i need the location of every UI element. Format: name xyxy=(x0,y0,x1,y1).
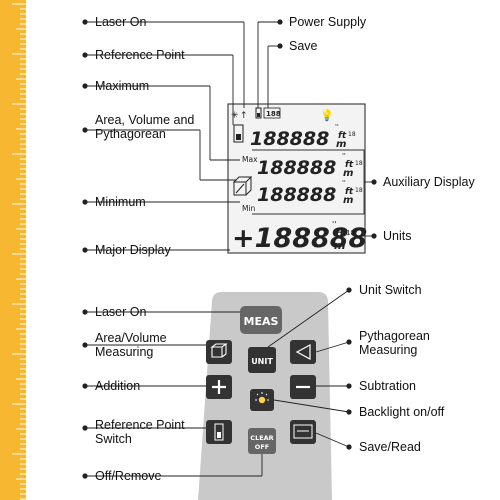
lcd-row2-digits: 188888 xyxy=(257,157,336,179)
ruler xyxy=(0,0,26,500)
lcd-row1-frac: 18 xyxy=(348,131,356,138)
laser-on-icon: ✳ xyxy=(231,111,239,121)
save-read-button[interactable] xyxy=(290,420,316,444)
lcd-row3-m: m xyxy=(343,195,353,206)
label-pythagorean-2: Measuring xyxy=(359,343,418,357)
label-power-supply: Power Supply xyxy=(289,15,367,29)
label-unit-switch: Unit Switch xyxy=(359,283,422,297)
lcd-major-sup: '' xyxy=(332,220,336,229)
counter-text: 188 xyxy=(266,110,281,118)
lcd-row3-ft: ft xyxy=(345,187,354,197)
lcd-major-digits: +188888 xyxy=(232,223,367,254)
label-units: Units xyxy=(383,229,412,243)
lcd-major-frac: 18 xyxy=(346,229,355,237)
label-reference-point-1: Reference Point xyxy=(95,418,185,432)
label-addition: Addition xyxy=(95,379,141,393)
subtraction-button[interactable] xyxy=(290,375,316,399)
label-laser-on: Laser On xyxy=(95,15,147,29)
addition-button[interactable] xyxy=(206,375,232,399)
bottom-dots xyxy=(82,287,352,479)
lcd-row2-frac: 18 xyxy=(355,160,363,167)
label-auxiliary-display: Auxiliary Display xyxy=(383,175,475,189)
lcd-max-label: Max xyxy=(242,155,258,164)
area-volume-lcd-icon xyxy=(232,176,253,196)
clear-off-button[interactable]: CLEAR OFF xyxy=(248,428,276,454)
svg-text:CLEAR: CLEAR xyxy=(250,434,273,442)
bottom-leader-lines xyxy=(85,289,350,477)
lcd-row1-ft: ft xyxy=(338,131,347,141)
label-minimum: Minimum xyxy=(95,195,146,209)
label-area-volume-button-1: Area/Volume xyxy=(95,331,167,345)
top-dots xyxy=(82,19,377,253)
label-pythagorean-1: Pythagorean xyxy=(359,329,430,343)
unit-button[interactable]: UNIT xyxy=(248,347,276,373)
save-icon xyxy=(293,424,313,439)
laser-arrow-icon: ↑ xyxy=(240,111,248,121)
counter-box xyxy=(263,107,281,119)
lcd-row1-digits: 188888 xyxy=(250,128,329,150)
label-save-read: Save/Read xyxy=(359,440,421,454)
svg-text:MEAS: MEAS xyxy=(244,315,279,328)
label-major-display: Major Display xyxy=(95,243,171,257)
pythagorean-button[interactable] xyxy=(290,340,316,364)
lcd-row3-sup: '' xyxy=(342,179,346,187)
label-subtraction: Subtration xyxy=(359,379,416,393)
reference-point-icon xyxy=(233,124,244,143)
bulb-icon xyxy=(258,396,266,404)
lcd-panel: ✳ ↑ 188 💡 188888 '' ft 18 m Max 188888 '… xyxy=(227,103,367,254)
label-area-volume-1: Area, Volume and xyxy=(95,113,195,127)
svg-text:OFF: OFF xyxy=(255,443,269,451)
lcd-major-m: m xyxy=(334,239,345,252)
label-off-remove: Off/Remove xyxy=(95,469,162,483)
label-save: Save xyxy=(289,39,318,53)
lcd-row1-sup: '' xyxy=(335,123,339,131)
area-volume-button[interactable] xyxy=(206,340,232,364)
lcd-major-ft: ft xyxy=(335,229,345,240)
triangle-icon xyxy=(295,343,311,361)
backlight-button[interactable] xyxy=(250,389,274,411)
label-area-volume-2: Pythagorean xyxy=(95,127,166,141)
lcd-min-label: Min xyxy=(242,204,256,213)
cube-icon xyxy=(210,343,228,358)
plus-icon xyxy=(212,380,226,394)
label-backlight: Backlight on/off xyxy=(359,405,445,419)
label-reference-point-2: Switch xyxy=(95,432,132,446)
lcd-row3-digits: 188888 xyxy=(257,184,336,206)
label-maximum: Maximum xyxy=(95,79,150,93)
reference-point-button[interactable] xyxy=(206,420,232,444)
lcd-row3-frac: 18 xyxy=(355,187,363,194)
svg-text:UNIT: UNIT xyxy=(251,357,273,366)
label-reference-point: Reference Point xyxy=(95,48,185,62)
lcd-row1-m: m xyxy=(336,139,346,150)
reference-icon xyxy=(214,423,224,441)
lcd-row2-ft: ft xyxy=(345,160,354,170)
backlight-bulb-icon: 💡 xyxy=(320,109,334,122)
label-laser-on-button: Laser On xyxy=(95,305,147,319)
meas-button[interactable]: MEAS xyxy=(240,306,282,334)
lcd-row2-sup: '' xyxy=(342,152,346,160)
lcd-row2-m: m xyxy=(343,168,353,179)
battery-icon xyxy=(255,107,262,119)
label-area-volume-button-2: Measuring xyxy=(95,345,154,359)
